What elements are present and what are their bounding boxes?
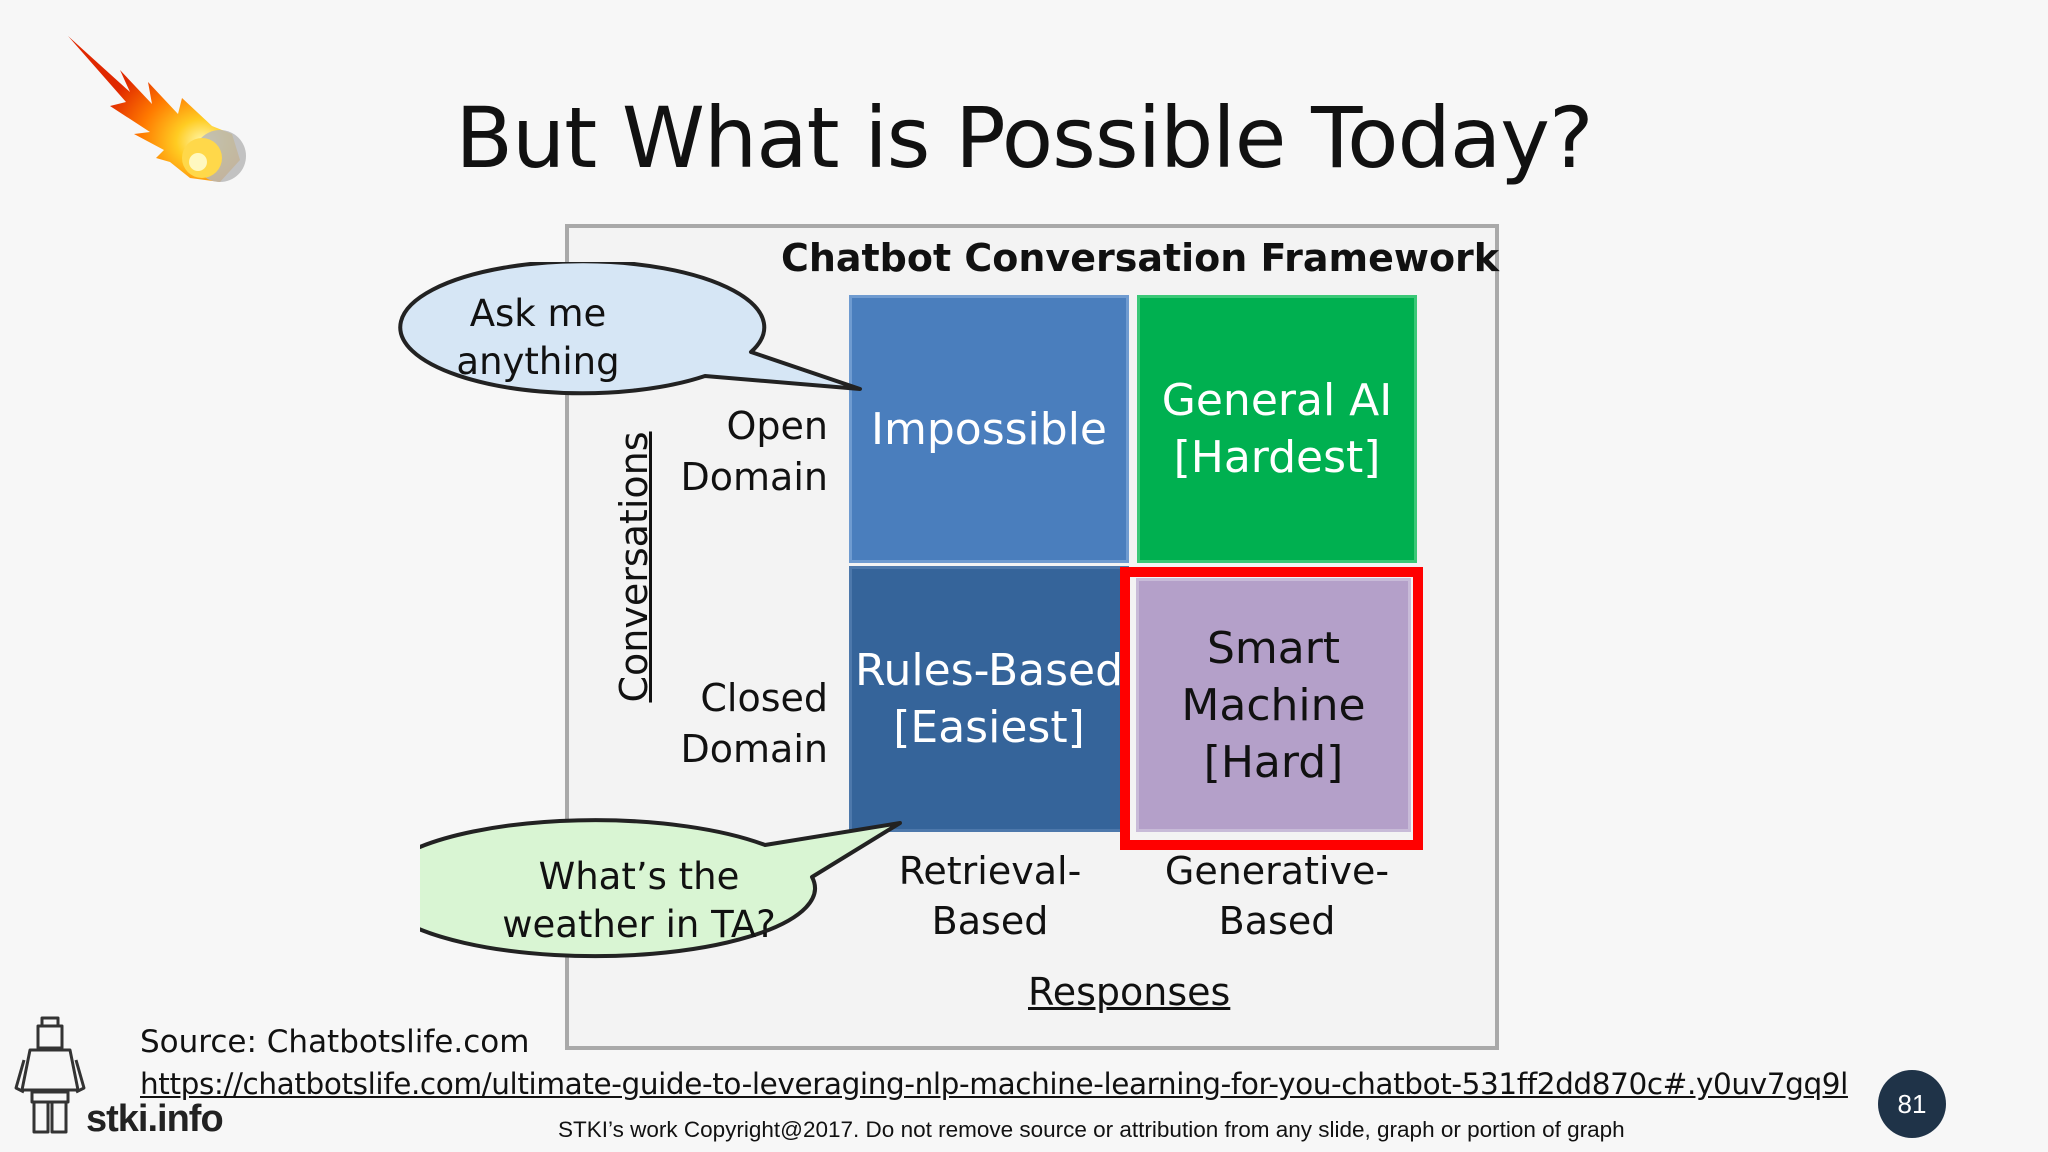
quadrant-label: Rules-Based <box>854 645 1124 696</box>
meteor-icon <box>68 36 246 182</box>
quadrant-sublabel: [Hard] <box>1203 736 1344 788</box>
column-label-retrieval: Retrieval- Based <box>840 846 1140 946</box>
row-label-line: Domain <box>680 727 828 771</box>
row-label-open-domain: Open Domain <box>628 401 828 503</box>
column-label-generative: Generative- Based <box>1127 846 1427 946</box>
logo-text: stki.info <box>86 1098 224 1140</box>
lego-figure-icon <box>14 1016 86 1134</box>
row-label-closed-domain: Closed Domain <box>628 673 828 775</box>
x-axis-label: Responses <box>1028 970 1231 1014</box>
bubble-weather-text: What’s the weather in TA? <box>474 853 804 949</box>
highlight-box <box>1120 567 1423 850</box>
row-label-line: Open <box>726 404 829 448</box>
quadrant-sublabel: [Hardest] <box>1173 432 1381 483</box>
copyright-text: STKI’s work Copyright@2017. Do not remov… <box>558 1117 1625 1142</box>
speech-bubble-weather <box>420 818 902 959</box>
column-label-line: Retrieval- <box>898 849 1082 893</box>
quadrant-sublabel: [Easiest] <box>893 702 1085 753</box>
source-link[interactable]: https://chatbotslife.com/ultimate-guide-… <box>140 1067 1848 1101</box>
quadrant-general-ai: General AI [Hardest] <box>1137 295 1417 563</box>
quadrant-impossible: Impossible <box>849 295 1129 563</box>
framework-title: Chatbot Conversation Framework <box>780 236 1500 280</box>
quadrant-label: Machine <box>1181 679 1366 731</box>
source-label: Source: Chatbotslife.com <box>140 1024 530 1060</box>
bubble-ask-text: Ask me anything <box>385 290 691 386</box>
row-label-line: Closed <box>700 676 828 720</box>
bubble-line: Ask me <box>469 292 607 335</box>
row-label-line: Domain <box>680 455 828 499</box>
slide-title: But What is Possible Today? <box>455 89 1593 187</box>
bubble-line: What’s the <box>538 855 740 898</box>
column-label-line: Based <box>1218 899 1336 943</box>
speech-bubble-ask <box>398 262 862 396</box>
quadrant-label: Impossible <box>871 403 1107 455</box>
page-number-badge: 81 <box>1878 1070 1946 1138</box>
y-axis-label: Conversations <box>612 431 656 703</box>
column-label-line: Generative- <box>1164 849 1390 893</box>
bubble-line: weather in TA? <box>502 903 776 946</box>
column-label-line: Based <box>931 899 1049 943</box>
quadrant-rules-based: Rules-Based [Easiest] <box>849 566 1129 832</box>
quadrant-smart-machine: Smart Machine [Hard] <box>1136 578 1411 832</box>
quadrant-label: Smart <box>1206 622 1341 674</box>
bubble-line: anything <box>456 340 620 383</box>
quadrant-label: General AI <box>1161 375 1393 426</box>
